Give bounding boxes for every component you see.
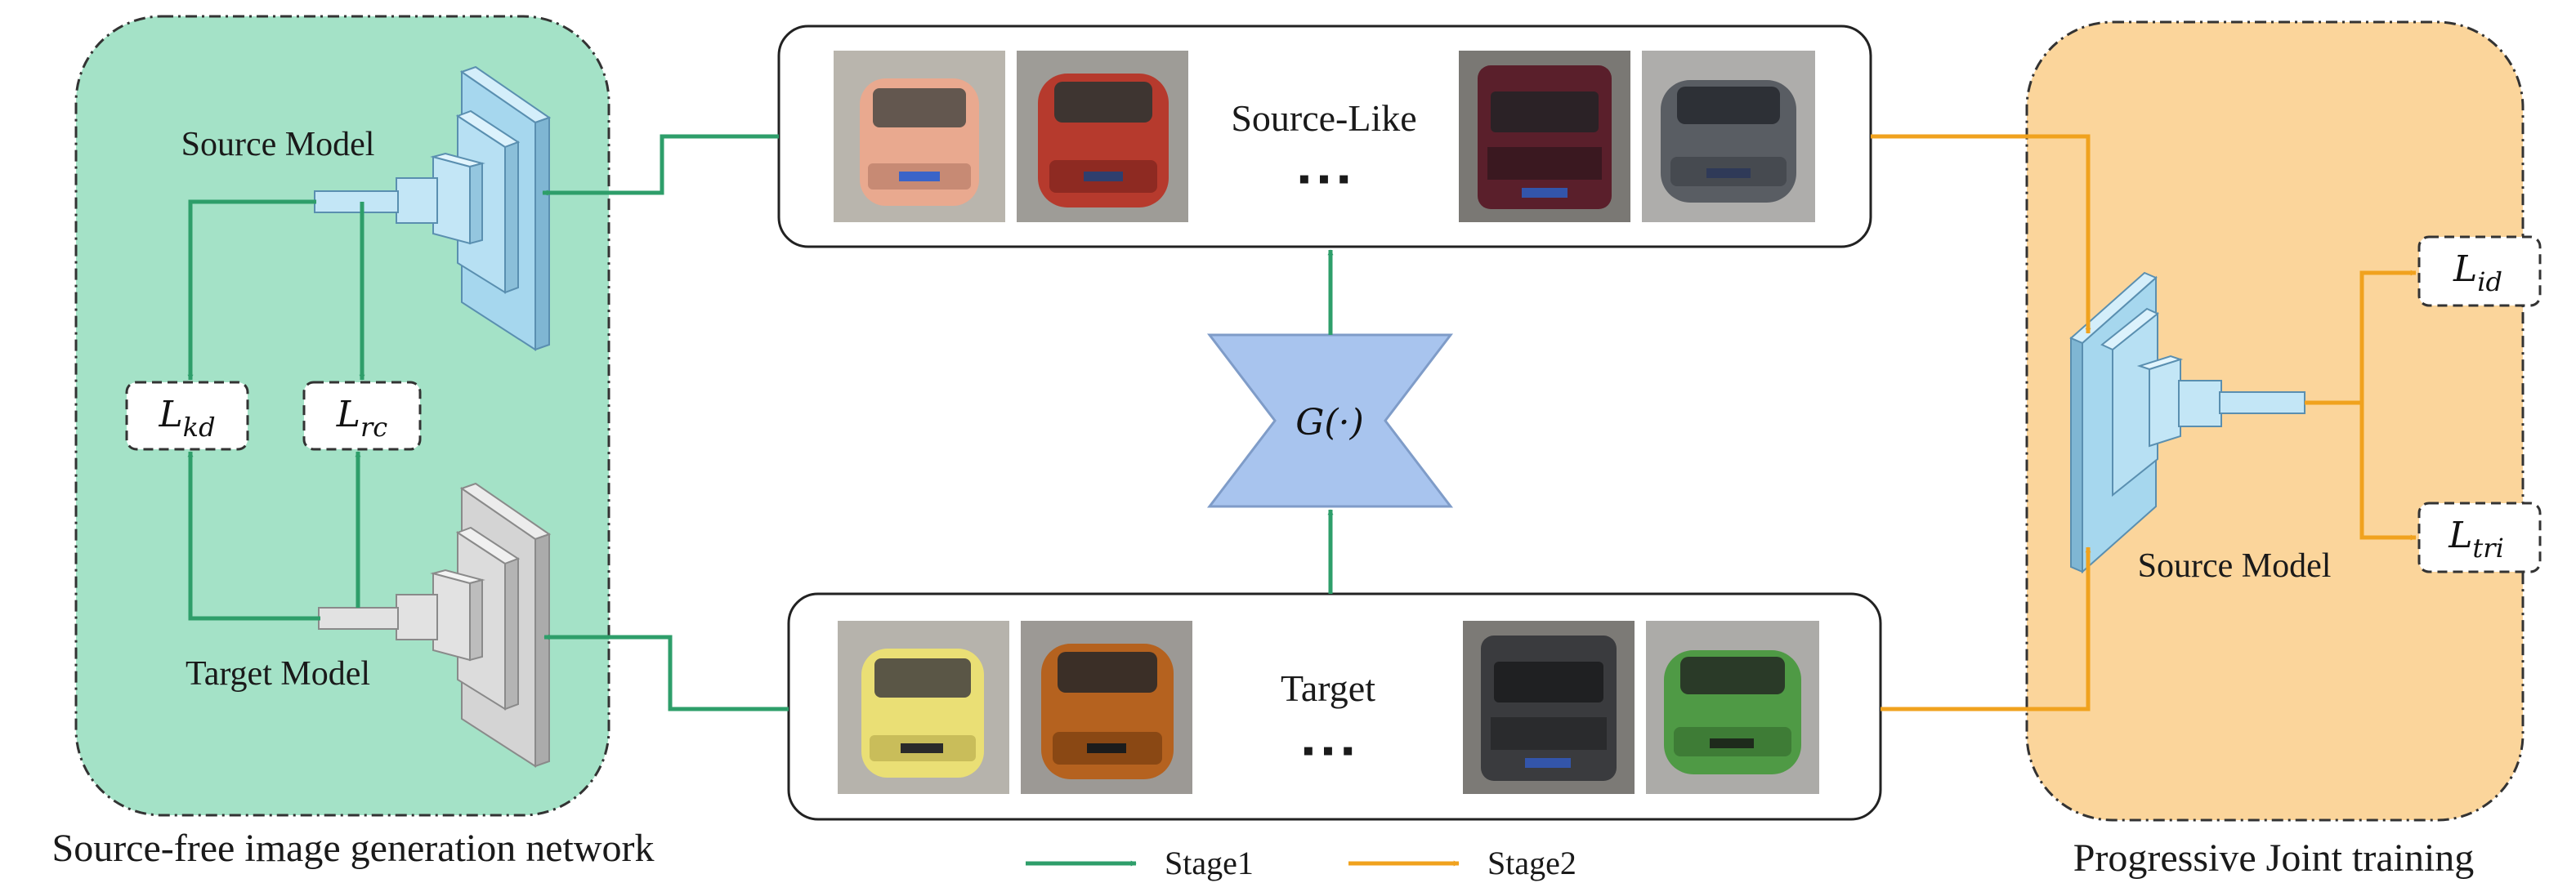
legend-stage1-label: Stage1 <box>1165 845 1254 881</box>
stage2-arrows-to-right-panel <box>1871 134 2091 711</box>
source-like-images <box>834 51 1815 222</box>
target-label: Target <box>1281 667 1375 709</box>
target-images <box>838 621 1819 794</box>
source-like-car-2 <box>1017 51 1188 222</box>
left-panel-caption: Source-free image generation network <box>52 827 655 870</box>
left-panel: Source Model Target Model Lkd Lrc <box>52 15 655 870</box>
legend: Stage1 Stage2 <box>1026 845 1576 881</box>
loss-id-box <box>2417 235 2542 307</box>
left-panel-arrows <box>187 199 365 621</box>
right-panel-caption: Progressive Joint training <box>2073 836 2475 880</box>
right-source-model-label: Source Model <box>2138 547 2332 585</box>
left-target-model-label: Target Model <box>186 655 370 693</box>
right-panel-background <box>2025 20 2525 822</box>
loss-tri-box <box>2417 502 2542 573</box>
right-panel: Source Model Lid Ltri Progressive Joint … <box>2025 20 2542 880</box>
source-like-car-1 <box>834 51 1005 222</box>
source-like-car-3 <box>1459 51 1630 222</box>
center-flow: Source-Like ▪ ▪ ▪ <box>777 25 1882 821</box>
source-like-car-4 <box>1642 51 1815 222</box>
target-car-4 <box>1646 621 1819 794</box>
target-car-2 <box>1021 621 1192 794</box>
target-car-3 <box>1463 621 1635 794</box>
left-target-model-icon <box>318 482 552 768</box>
loss-rc-box <box>302 381 422 451</box>
legend-stage2-label: Stage2 <box>1487 845 1576 881</box>
right-source-model-icon <box>2069 271 2305 574</box>
left-source-model-icon <box>314 65 552 351</box>
loss-tri-label: Ltri <box>2448 515 2504 564</box>
loss-rc-label: Lrc <box>336 394 388 443</box>
generator-hourglass <box>1206 333 1454 508</box>
loss-kd-label: Lkd <box>158 394 215 443</box>
left-source-model-label: Source Model <box>181 126 375 163</box>
target-ellipsis: ▪ ▪ ▪ <box>1303 732 1354 769</box>
source-like-label: Source-Like <box>1231 97 1416 139</box>
loss-kd-box <box>125 381 249 451</box>
generator-label: G(·) <box>1295 402 1363 444</box>
source-like-ellipsis: ▪ ▪ ▪ <box>1299 160 1350 197</box>
right-panel-arrows <box>2305 270 2417 541</box>
loss-id-label: Lid <box>2453 248 2502 297</box>
target-car-1 <box>838 621 1009 794</box>
stage1-arrows-to-left-panel <box>542 134 789 711</box>
